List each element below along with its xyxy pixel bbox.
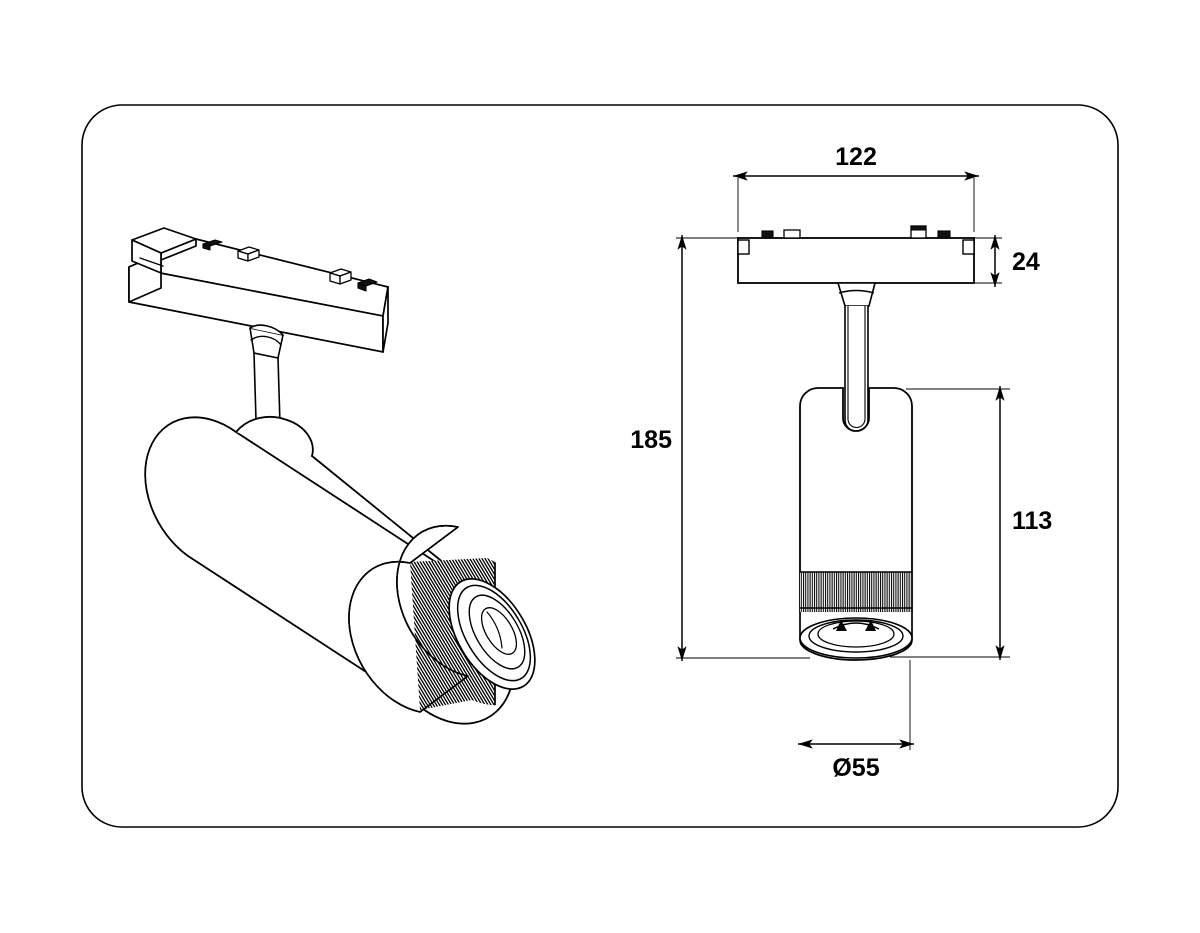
track-rail-end-cap-groove [139, 257, 164, 267]
track-rail-end-cap-side [131, 239, 162, 274]
track-rail-contact-tabs [202, 239, 378, 292]
front-track-left-notch [737, 239, 750, 255]
front-track-rail [737, 225, 975, 284]
front-lens-assembly [799, 612, 913, 661]
dim-24-label: 24 [1012, 248, 1040, 276]
cylinder-back-cap [235, 416, 314, 457]
dim-185-label: 185 [630, 426, 672, 454]
contact-tab-2-side [247, 249, 260, 262]
front-cylinder-barrel [799, 387, 913, 613]
front-elevation-view [737, 225, 975, 661]
dimension-122: 122 [733, 143, 979, 232]
stem-shaft-left [253, 352, 257, 421]
stem-collar-top-arc [249, 324, 284, 336]
dim-122-label: 122 [835, 143, 877, 171]
lens-highlight [486, 611, 503, 649]
dim-113-label: 113 [1012, 507, 1052, 535]
contact-tab-1-side [202, 243, 211, 251]
dim-d55-label: Ø55 [832, 754, 879, 782]
front-lens-reflector-arc [832, 622, 880, 630]
contact-tab-3-side [339, 271, 352, 285]
stem-shaft-right [277, 357, 281, 425]
front-track-right-notch [962, 239, 975, 255]
dimension-d55: Ø55 [798, 660, 914, 782]
front-contact-tab-4 [937, 230, 951, 239]
dimension-185: 185 [630, 235, 810, 661]
stem-collar-band [250, 335, 282, 346]
dimension-annotations: 122 24 185 113 [630, 143, 1052, 782]
front-track-rail-body [737, 237, 975, 284]
front-lens-ellipse [817, 620, 895, 648]
dimension-24: 24 [974, 235, 1040, 287]
perspective-track-rail [128, 227, 389, 353]
front-contact-tab-3-cap [910, 225, 927, 231]
front-contact-tab-2 [783, 229, 801, 239]
front-track-contact-tabs [761, 225, 951, 239]
contact-tab-4-side [357, 282, 367, 292]
dimension-113: 113 [890, 386, 1052, 660]
front-lens-arrow-left-icon [836, 620, 847, 631]
front-contact-tab-1 [761, 230, 774, 239]
perspective-spotlight-body [144, 416, 536, 725]
front-lens-arrow-right-icon [865, 620, 876, 631]
perspective-view [128, 227, 536, 725]
cylinder-front-rim [448, 578, 536, 690]
track-rail-right-end-face [382, 286, 389, 353]
front-spotlight-body [799, 387, 913, 661]
perspective-swivel-stem [249, 324, 284, 425]
front-stem-collar-band [838, 289, 875, 294]
front-stem-collar [836, 282, 877, 307]
front-stem-shaft-inner [847, 306, 866, 428]
knurl-ring-outline-top [348, 524, 469, 713]
